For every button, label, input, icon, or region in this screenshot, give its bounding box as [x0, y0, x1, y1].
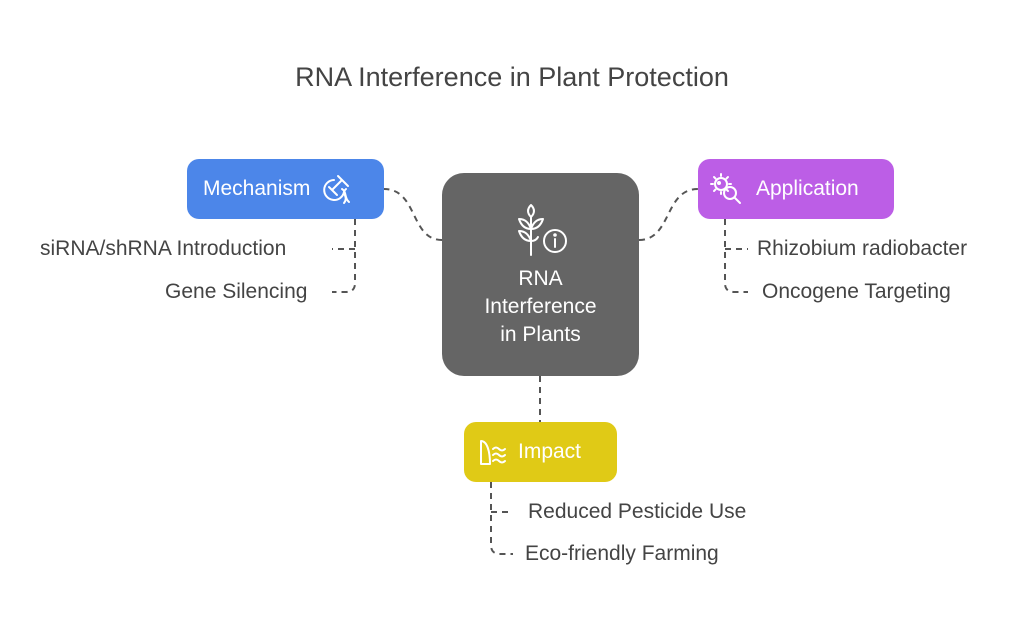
central-node[interactable]: RNA Interference in Plants — [442, 173, 639, 376]
mechanism-item-gene-silencing: Gene Silencing — [165, 280, 308, 303]
application-item-oncogene: Oncogene Targeting — [762, 280, 951, 303]
impact-item-eco-farming: Eco-friendly Farming — [525, 542, 719, 565]
application-box[interactable]: Application — [698, 159, 894, 219]
central-line-2: Interference — [484, 295, 597, 318]
plant-info-icon — [517, 204, 567, 256]
bacteria-search-icon — [710, 173, 741, 204]
connector-center-application — [638, 188, 699, 241]
diagram-title: RNA Interference in Plant Protection — [295, 62, 729, 92]
dna-tool-icon — [323, 175, 351, 204]
connector-impact-items — [490, 482, 513, 555]
connector-center-mechanism — [383, 188, 443, 241]
central-line-3: in Plants — [500, 323, 581, 346]
mechanism-box[interactable]: Mechanism — [187, 159, 384, 219]
impact-box[interactable]: Impact — [464, 422, 617, 482]
central-node-label: RNA Interference in Plants — [484, 265, 596, 349]
mechanism-item-sirna: siRNA/shRNA Introduction — [40, 237, 287, 260]
field-waves-icon — [480, 440, 506, 465]
application-item-rhizobium: Rhizobium radiobacter — [757, 237, 968, 260]
impact-item-pesticide: Reduced Pesticide Use — [528, 500, 747, 523]
connector-mechanism-items — [332, 219, 356, 293]
impact-label: Impact — [518, 440, 582, 463]
mechanism-label: Mechanism — [203, 177, 311, 200]
central-line-1: RNA — [518, 267, 563, 290]
connector-application-items — [724, 219, 748, 293]
application-label: Application — [756, 177, 859, 200]
